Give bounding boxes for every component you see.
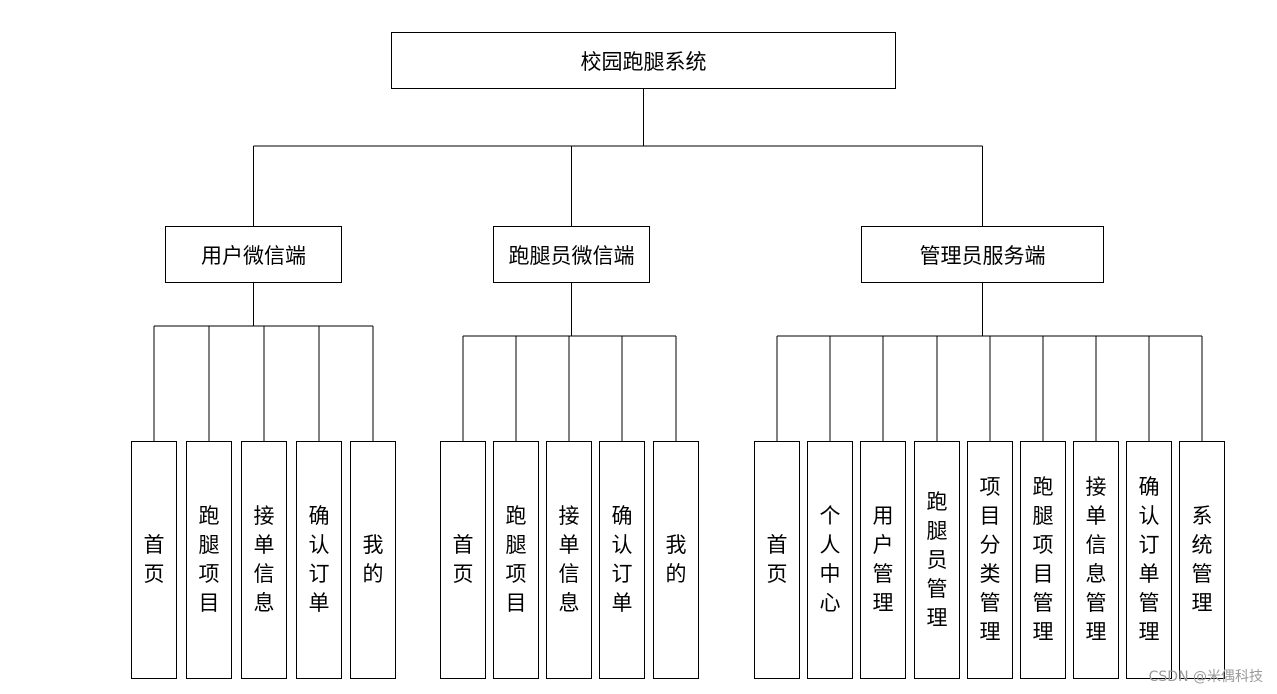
leaf-label: 接单信息 bbox=[558, 504, 580, 615]
leaf-label: 跑腿项目 bbox=[198, 504, 220, 615]
branch-node-admin-server: 管理员服务端 bbox=[861, 226, 1104, 283]
leaf-node: 确认订单 bbox=[296, 441, 342, 679]
leaf-label: 首页 bbox=[766, 533, 788, 586]
leaf-label: 我的 bbox=[665, 533, 687, 586]
root-node: 校园跑腿系统 bbox=[391, 32, 896, 89]
leaf-node: 跑腿项目管理 bbox=[1020, 441, 1066, 679]
leaf-node: 我的 bbox=[653, 441, 699, 679]
leaf-label: 系统管理 bbox=[1191, 504, 1213, 615]
leaf-node: 首页 bbox=[440, 441, 486, 679]
leaf-label: 跑腿员管理 bbox=[926, 489, 948, 630]
leaf-label: 接单信息管理 bbox=[1085, 475, 1107, 644]
leaf-node: 接单信息管理 bbox=[1073, 441, 1119, 679]
leaf-node: 个人中心 bbox=[807, 441, 853, 679]
leaf-node: 确认订单 bbox=[599, 441, 645, 679]
leaf-label: 确认订单管理 bbox=[1138, 475, 1160, 644]
branch-label: 跑腿员微信端 bbox=[508, 243, 635, 268]
leaf-label: 跑腿项目 bbox=[505, 504, 527, 615]
leaf-label: 用户管理 bbox=[872, 504, 894, 615]
root-label: 校园跑腿系统 bbox=[580, 49, 707, 74]
branch-label: 管理员服务端 bbox=[919, 243, 1046, 268]
branch-label: 用户微信端 bbox=[201, 243, 306, 268]
watermark: CSDN @米偶科技 bbox=[1148, 669, 1263, 685]
leaf-label: 首页 bbox=[143, 533, 165, 586]
leaf-label: 我的 bbox=[362, 533, 384, 586]
leaf-node: 首页 bbox=[754, 441, 800, 679]
leaf-node: 跑腿项目 bbox=[493, 441, 539, 679]
leaf-node: 系统管理 bbox=[1179, 441, 1225, 679]
leaf-node: 接单信息 bbox=[546, 441, 592, 679]
leaf-node: 首页 bbox=[131, 441, 177, 679]
leaf-node: 跑腿项目 bbox=[186, 441, 232, 679]
leaf-label: 项目分类管理 bbox=[979, 475, 1001, 644]
leaf-label: 跑腿项目管理 bbox=[1032, 475, 1054, 644]
leaf-label: 首页 bbox=[452, 533, 474, 586]
branch-node-user-wechat: 用户微信端 bbox=[165, 226, 342, 283]
leaf-node: 确认订单管理 bbox=[1126, 441, 1172, 679]
leaf-label: 确认订单 bbox=[308, 504, 330, 615]
leaf-node: 用户管理 bbox=[860, 441, 906, 679]
leaf-label: 接单信息 bbox=[253, 504, 275, 615]
leaf-label: 个人中心 bbox=[819, 504, 841, 615]
leaf-node: 我的 bbox=[350, 441, 396, 679]
leaf-node: 跑腿员管理 bbox=[914, 441, 960, 679]
leaf-node: 项目分类管理 bbox=[967, 441, 1013, 679]
branch-node-runner-wechat: 跑腿员微信端 bbox=[493, 226, 650, 283]
leaf-label: 确认订单 bbox=[611, 504, 633, 615]
leaf-node: 接单信息 bbox=[241, 441, 287, 679]
